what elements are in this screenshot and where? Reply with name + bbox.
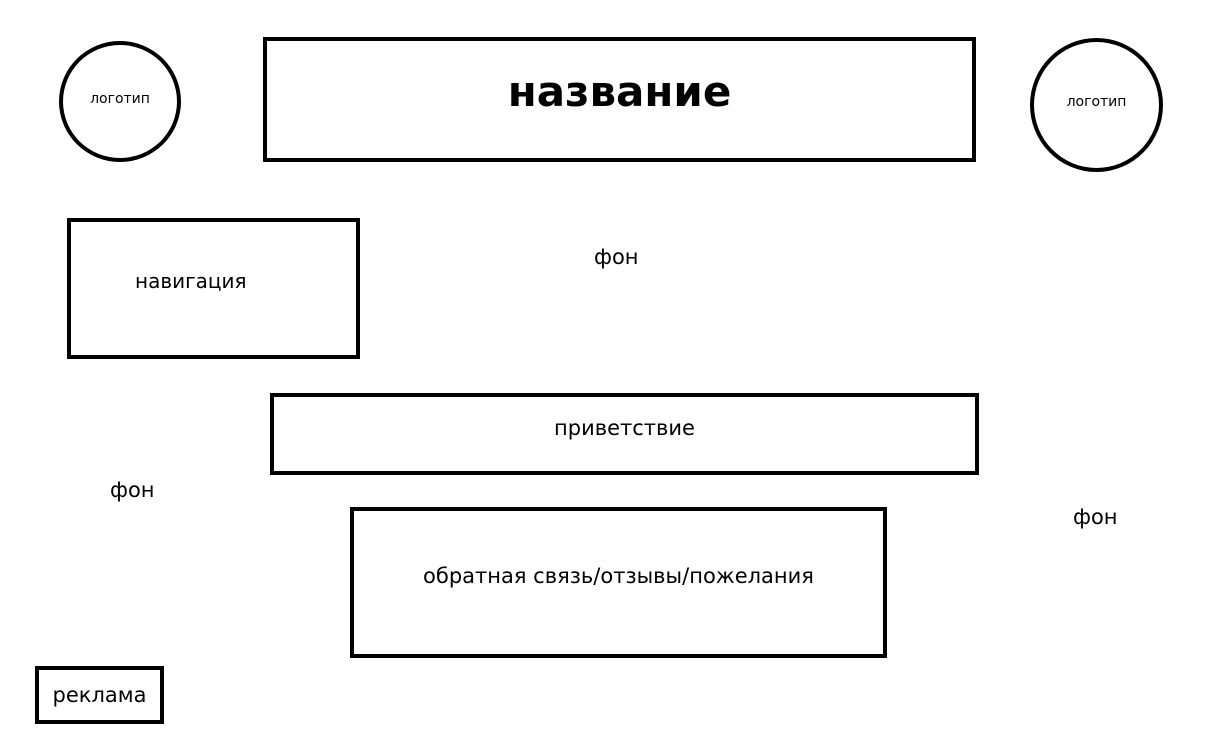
background-label-left: фон bbox=[110, 478, 155, 502]
greeting-label: приветствие bbox=[554, 416, 695, 440]
greeting-block: приветствие bbox=[270, 393, 979, 475]
title-label: название bbox=[507, 67, 732, 116]
advertising-block: реклама bbox=[35, 666, 164, 724]
navigation-label: навигация bbox=[135, 268, 247, 293]
feedback-label: обратная связь/отзывы/пожелания bbox=[423, 563, 814, 588]
logo-left-placeholder: логотип bbox=[59, 41, 181, 162]
title-block: название bbox=[263, 37, 976, 162]
navigation-block: навигация bbox=[67, 218, 360, 359]
logo-right-label: логотип bbox=[1066, 94, 1127, 110]
advertising-label: реклама bbox=[52, 683, 147, 707]
logo-right-placeholder: логотип bbox=[1030, 38, 1163, 172]
background-label-top: фон bbox=[594, 245, 639, 269]
feedback-block: обратная связь/отзывы/пожелания bbox=[350, 507, 887, 658]
background-label-right: фон bbox=[1073, 505, 1118, 529]
logo-left-label: логотип bbox=[90, 90, 150, 107]
